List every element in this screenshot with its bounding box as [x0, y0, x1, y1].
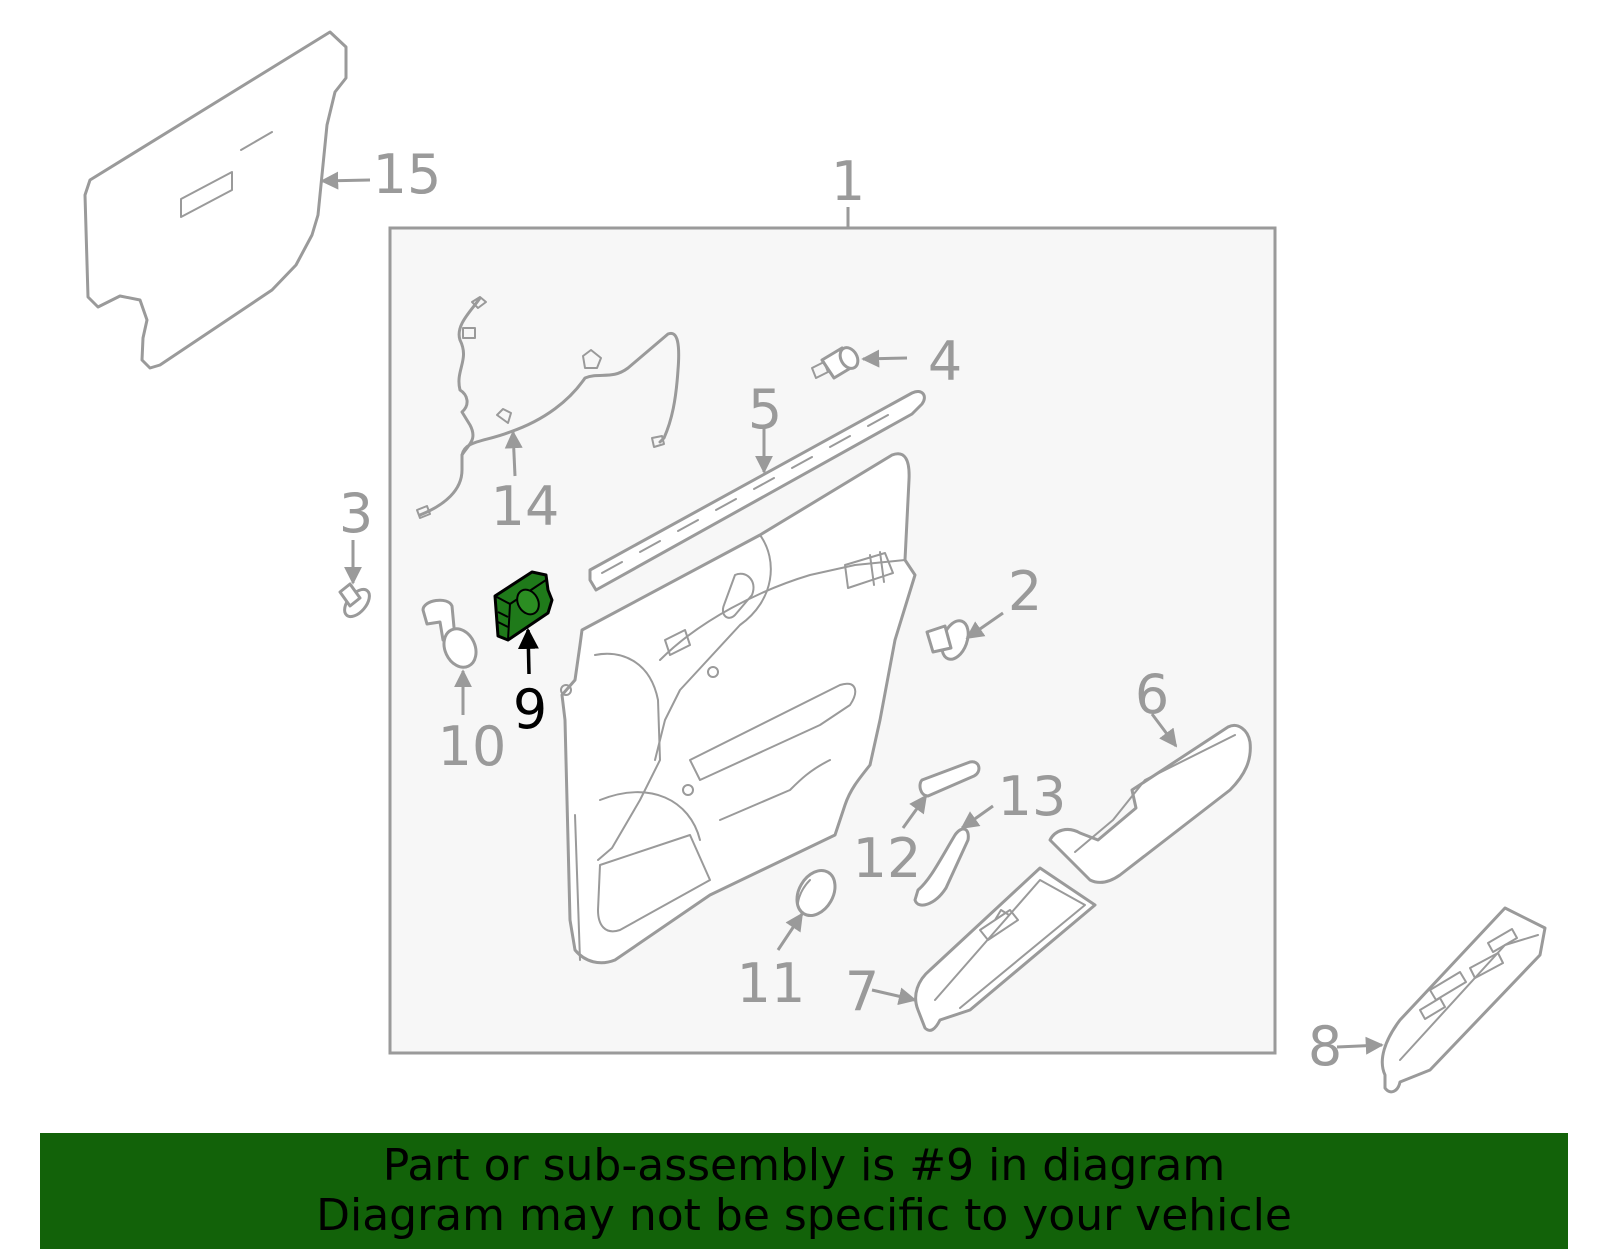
- callout-12: 12: [853, 827, 922, 890]
- part-13-strip: [913, 804, 994, 907]
- part-7-switch-bezel: [871, 866, 1097, 1032]
- callout-7: 7: [845, 960, 879, 1023]
- callout-5: 5: [748, 378, 782, 441]
- part-3-clip: [338, 540, 371, 619]
- part-14-wire-harness: [416, 296, 681, 519]
- part-4-clip: [811, 346, 908, 380]
- info-banner: Part or sub-assembly is #9 in diagram Di…: [40, 1133, 1568, 1249]
- callout-14: 14: [491, 475, 560, 538]
- callout-8: 8: [1308, 1015, 1342, 1078]
- callout-3: 3: [339, 482, 373, 545]
- callout-11: 11: [737, 952, 806, 1015]
- part-2-push-clip: [925, 611, 1004, 661]
- callout-6: 6: [1135, 663, 1169, 726]
- callout-9: 9: [513, 678, 547, 741]
- callout-13: 13: [998, 765, 1067, 828]
- door-panel: [560, 452, 917, 965]
- banner-line-1: Part or sub-assembly is #9 in diagram: [382, 1140, 1226, 1191]
- part-10-bracket: [421, 598, 478, 715]
- part-11-cap: [776, 869, 837, 951]
- part-8-switch-assembly: [1336, 906, 1547, 1094]
- callout-2: 2: [1008, 560, 1042, 623]
- callout-10: 10: [438, 715, 507, 778]
- callout-15: 15: [373, 143, 442, 206]
- banner-line-2: Diagram may not be specific to your vehi…: [316, 1190, 1292, 1241]
- part-5-trim-strip: [588, 389, 926, 592]
- callout-1: 1: [831, 150, 865, 213]
- part-6-armrest-cover: [1048, 713, 1252, 884]
- part-12-rod: [901, 760, 981, 829]
- callout-4: 4: [928, 330, 962, 393]
- part-15-trim-panel: [83, 30, 348, 370]
- part-9-switch-bracket: [493, 570, 554, 675]
